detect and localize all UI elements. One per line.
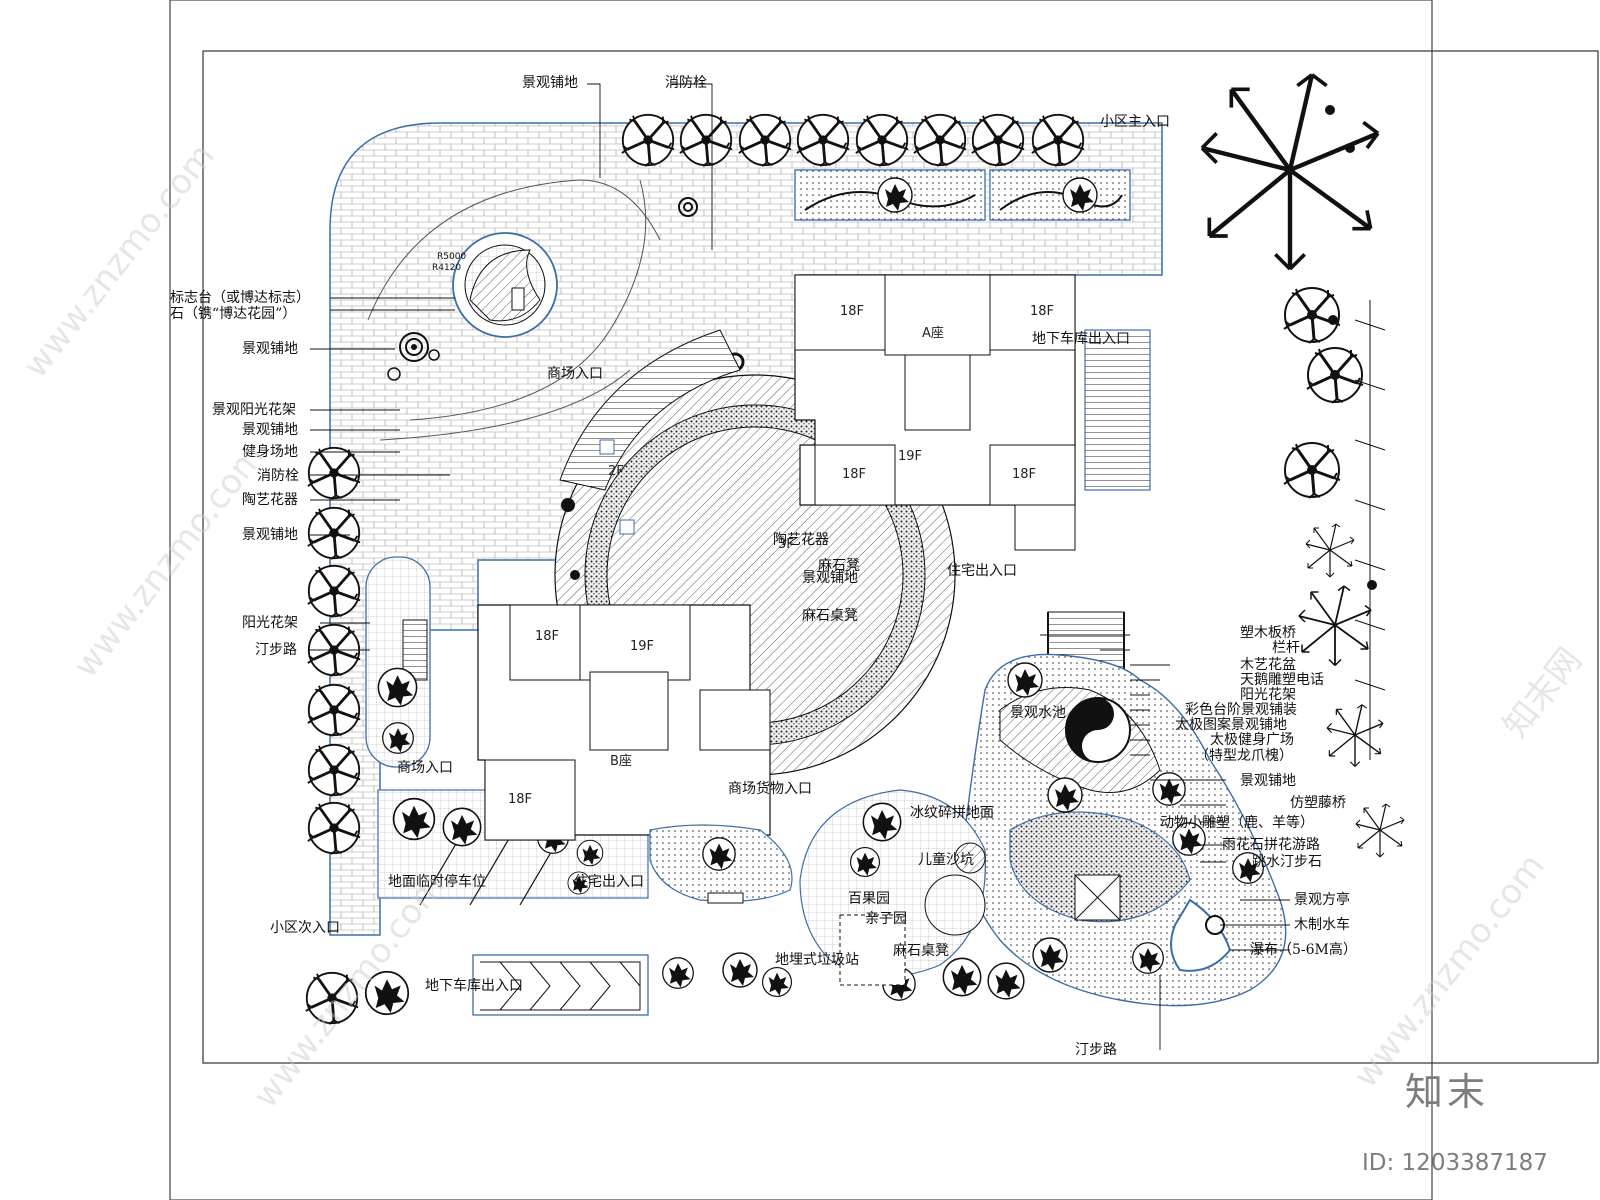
label-fire-hydrant-left: 消防栓 (257, 468, 299, 484)
watermark-url-1: www.znzmo.com (16, 136, 223, 385)
sun-pergola-area (365, 556, 431, 768)
label-color-stair-paving: 彩色台阶景观铺装 (1185, 701, 1297, 718)
label-sun-pergola: 阳光花架 (242, 615, 298, 631)
site-boundary (202, 50, 1599, 1064)
label-carved-stone: 石（镌“博达花园”） (170, 305, 296, 322)
watermark-brand-1: 知末网 (1496, 641, 1590, 746)
podium-2f: 2F (608, 464, 624, 479)
floor-a-bottom-left: 18F (842, 467, 866, 482)
label-landscape-paving-right: 景观铺地 (1240, 773, 1296, 789)
label-wood-plank-bridge: 塑木板桥 (1240, 625, 1296, 641)
label-mall-entrance-upper: 商场入口 (547, 366, 603, 382)
label-fitness-area: 健身场地 (242, 444, 298, 460)
floor-a-left: 18F (840, 304, 864, 319)
label-wooden-waterwheel: 木制水车 (1294, 916, 1350, 933)
label-fire-hydrant-top: 消防栓 (665, 75, 707, 91)
label-fruit-garden: 百果园 (848, 891, 890, 907)
label-stepping-path-left: 汀步路 (255, 642, 297, 658)
radius-label-1: R5000 (437, 252, 466, 262)
building-a-name: A座 (922, 326, 944, 341)
floor-b-center: 19F (630, 639, 654, 654)
label-landscape-paving-left-3: 景观铺地 (242, 527, 298, 543)
label-stone-stool: 麻石凳 (818, 558, 860, 574)
label-landscape-paving-left: 景观铺地 (242, 341, 298, 357)
id-text: ID: 1203387187 (1362, 1150, 1548, 1176)
label-stepping-path-bottom: 汀步路 (1075, 1042, 1117, 1058)
label-landscape-pavilion: 景观方亭 (1294, 891, 1350, 908)
label-sign-platform: 标志台（或博达标志） (170, 289, 310, 306)
label-landscape-paving-center: 景观铺地 (802, 570, 858, 586)
label-waterfall: 瀑布（5-6M高） (1250, 941, 1357, 958)
label-mall-cargo-entrance: 商场货物入口 (728, 780, 812, 797)
building-a: 18F 18F A座 19F 18F 18F (794, 274, 1076, 551)
label-taiji-fitness-plaza: 太极健身广场 (1210, 732, 1294, 748)
floor-b-bottom-left: 18F (508, 792, 532, 807)
label-residential-exit-middle: 住宅出入口 (947, 563, 1017, 579)
label-railing: 栏杆 (1272, 640, 1300, 656)
label-taiji-pattern-paving: 太极图案景观铺地 (1175, 716, 1287, 733)
label-ceramic-planter: 陶艺花器 (242, 492, 298, 508)
logo-text: 知末 (1405, 1070, 1489, 1114)
label-garage-entrance-lower: 地下车库出入口 (425, 977, 523, 994)
label-residential-exit-lower: 住宅出入口 (574, 874, 644, 890)
label-ice-paving: 冰纹碎拼地面 (910, 805, 994, 821)
radius-label-2: R4120 (432, 263, 461, 273)
floor-b-top-left: 18F (535, 629, 559, 644)
label-sun-pergola-right: 阳光花架 (1240, 687, 1296, 703)
label-landscape-paving-top: 景观铺地 (522, 75, 578, 91)
label-sand-pit: 儿童沙坑 (918, 851, 974, 868)
watermark-url-2: www.znzmo.com (66, 436, 273, 685)
label-ceramic-planter-center: 陶艺花器 (773, 532, 829, 548)
watermark-url-4: www.znzmo.com (1346, 846, 1553, 1095)
label-kids-garden: 亲子园 (865, 911, 907, 927)
label-landscape-pond: 景观水池 (1010, 705, 1066, 721)
label-garage-entrance-upper: 地下车库出入口 (1032, 330, 1130, 347)
label-landscape-paving-left-2: 景观铺地 (242, 422, 298, 438)
label-jumping-stepping-stone: 跳水汀步石 (1252, 854, 1322, 870)
label-pebble-path: 雨花石拼花游路 (1222, 837, 1320, 853)
label-animal-sculpture: 动物小雕塑（鹿、羊等） (1160, 814, 1314, 831)
label-dragon-claw-tree: （特型龙爪槐） (1195, 748, 1293, 764)
label-swan-phone-booth: 天鹅雕塑电话 (1240, 671, 1324, 688)
label-sun-pergola-landscape: 景观阳光花架 (212, 402, 296, 418)
podium-3f: 3F (778, 537, 794, 552)
building-b: 18F 19F B座 18F (477, 604, 771, 841)
label-stone-table-stool: 麻石桌凳 (802, 608, 858, 624)
label-stone-table-bottom: 麻石桌凳 (893, 943, 949, 959)
label-main-entrance: 小区主入口 (1100, 114, 1170, 130)
label-wood-planter: 木艺花盆 (1240, 657, 1296, 673)
label-mall-entrance-lower: 商场入口 (397, 760, 453, 776)
floor-a-right: 18F (1030, 304, 1054, 319)
sheet-frame (169, 0, 1433, 1200)
label-rattan-bridge: 仿塑藤桥 (1290, 795, 1346, 811)
floor-a-bottom-right: 18F (1012, 467, 1036, 482)
floor-a-center: 19F (898, 449, 922, 464)
building-b-name: B座 (610, 754, 632, 769)
label-temporary-parking: 地面临时停车位 (388, 873, 486, 890)
label-secondary-entrance: 小区次入口 (270, 920, 340, 936)
label-garbage-station: 地埋式垃圾站 (775, 952, 859, 968)
